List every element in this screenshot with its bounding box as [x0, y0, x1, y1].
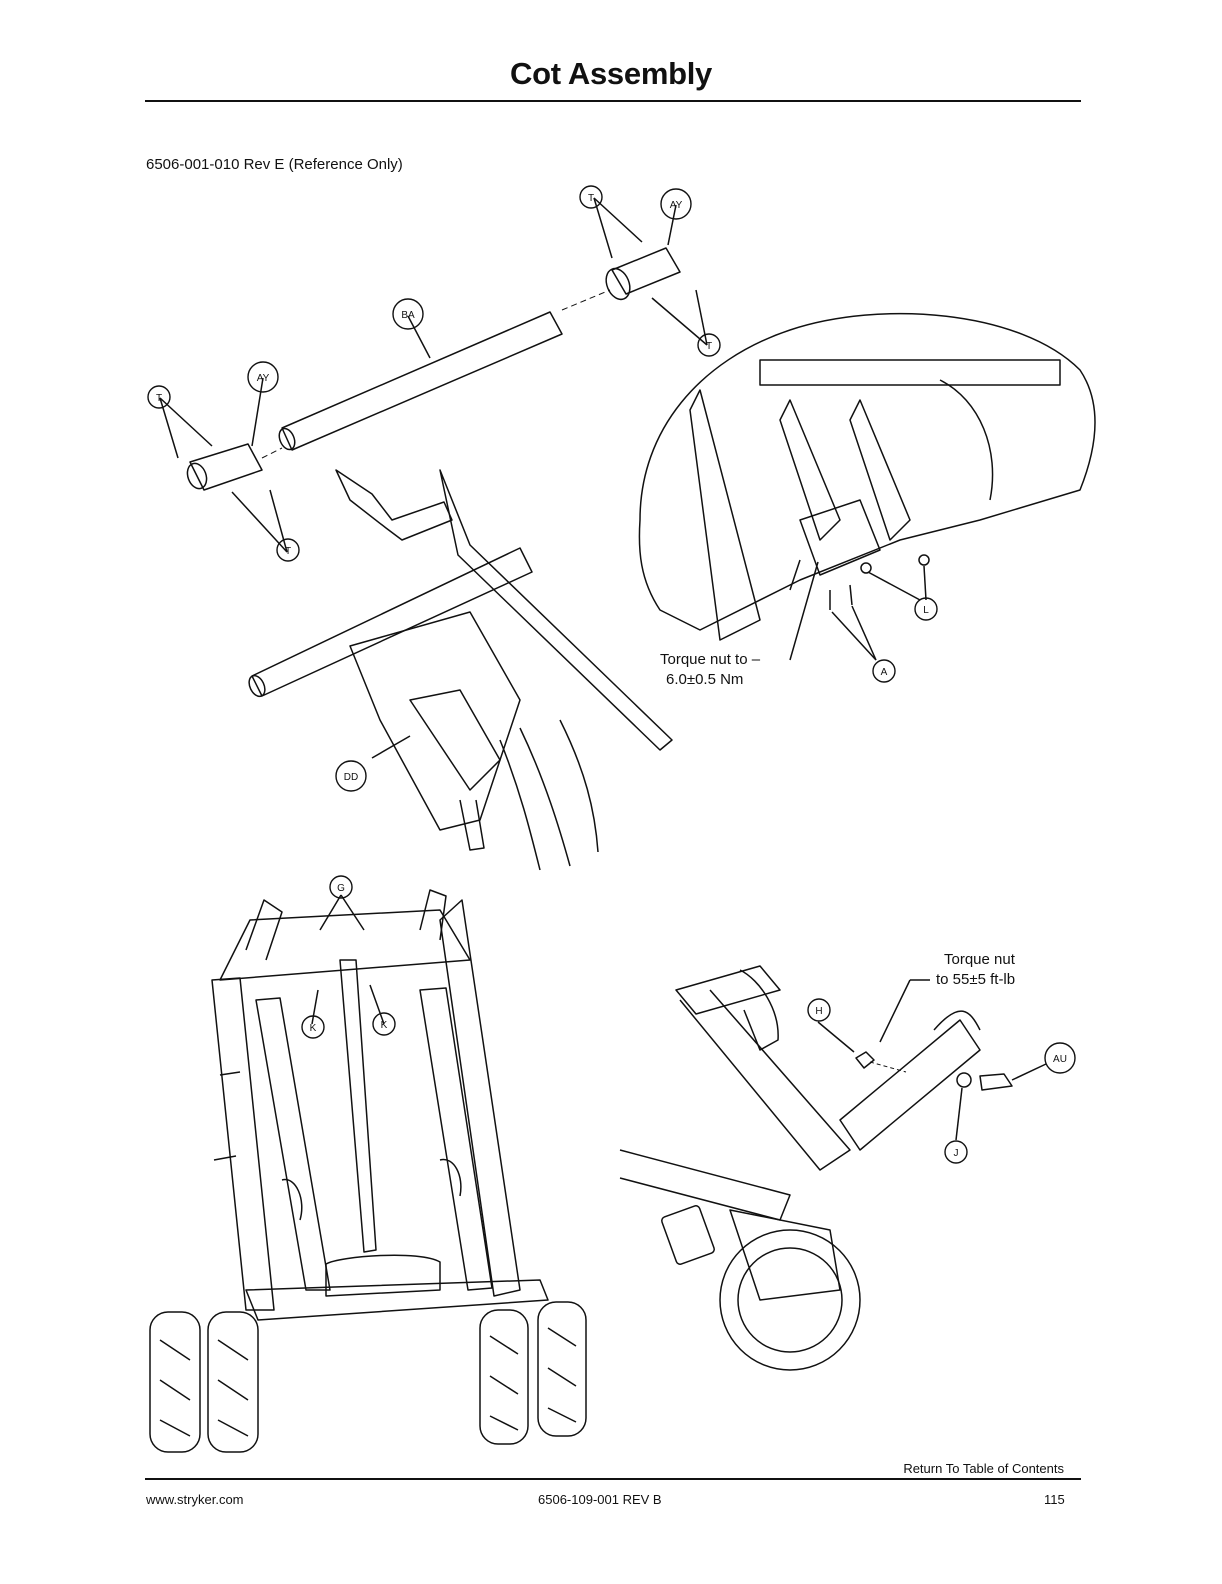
callout-ba: BA: [401, 310, 415, 321]
callout-dd: DD: [344, 772, 358, 783]
callout-g: G: [337, 883, 345, 894]
callout-t-left: T: [156, 393, 162, 404]
callout-j: J: [954, 1148, 959, 1159]
callout-l: L: [923, 605, 929, 616]
callout-k-right: K: [381, 1020, 388, 1031]
callout-a: A: [881, 667, 888, 678]
footer-doc-number: 6506-109-001 REV B: [538, 1492, 662, 1507]
cross-tube: [282, 312, 562, 450]
torque-note-foot: Torque nut to 55±5 ft-lb: [936, 950, 1015, 990]
release-bracket: [350, 612, 520, 830]
torque-note-head-line1: Torque nut to –: [660, 650, 760, 670]
callouts: [148, 186, 1075, 1163]
footer-rule: [145, 1478, 1081, 1480]
callout-t-top: T: [588, 193, 594, 204]
foot-end-detail: [620, 966, 1046, 1370]
return-to-toc-link[interactable]: Return To Table of Contents: [903, 1461, 1064, 1476]
footer-page-number: 115: [1044, 1492, 1065, 1507]
release-handle-detail: [246, 470, 672, 870]
torque-note-head: Torque nut to – 6.0±0.5 Nm: [660, 650, 760, 690]
torque-note-foot-line1: Torque nut: [936, 950, 1015, 970]
callout-t-bottom: T: [285, 546, 291, 557]
footer-website: www.stryker.com: [146, 1492, 244, 1507]
callout-t-right: T: [706, 341, 712, 352]
torque-note-foot-line2: to 55±5 ft-lb: [936, 970, 1015, 990]
callout-k-left: K: [310, 1023, 317, 1034]
callout-h: H: [815, 1006, 822, 1017]
cross-tube-detail: [160, 198, 707, 552]
handle-tube: [252, 548, 532, 696]
callout-ay-top: AY: [670, 200, 683, 211]
left-bracket: [190, 444, 262, 490]
callout-ay-left: AY: [257, 373, 270, 384]
callout-au: AU: [1053, 1054, 1067, 1065]
base-frame-detail: [150, 890, 586, 1452]
torque-note-head-line2: 6.0±0.5 Nm: [660, 670, 760, 690]
head-end-detail: [639, 314, 1095, 660]
